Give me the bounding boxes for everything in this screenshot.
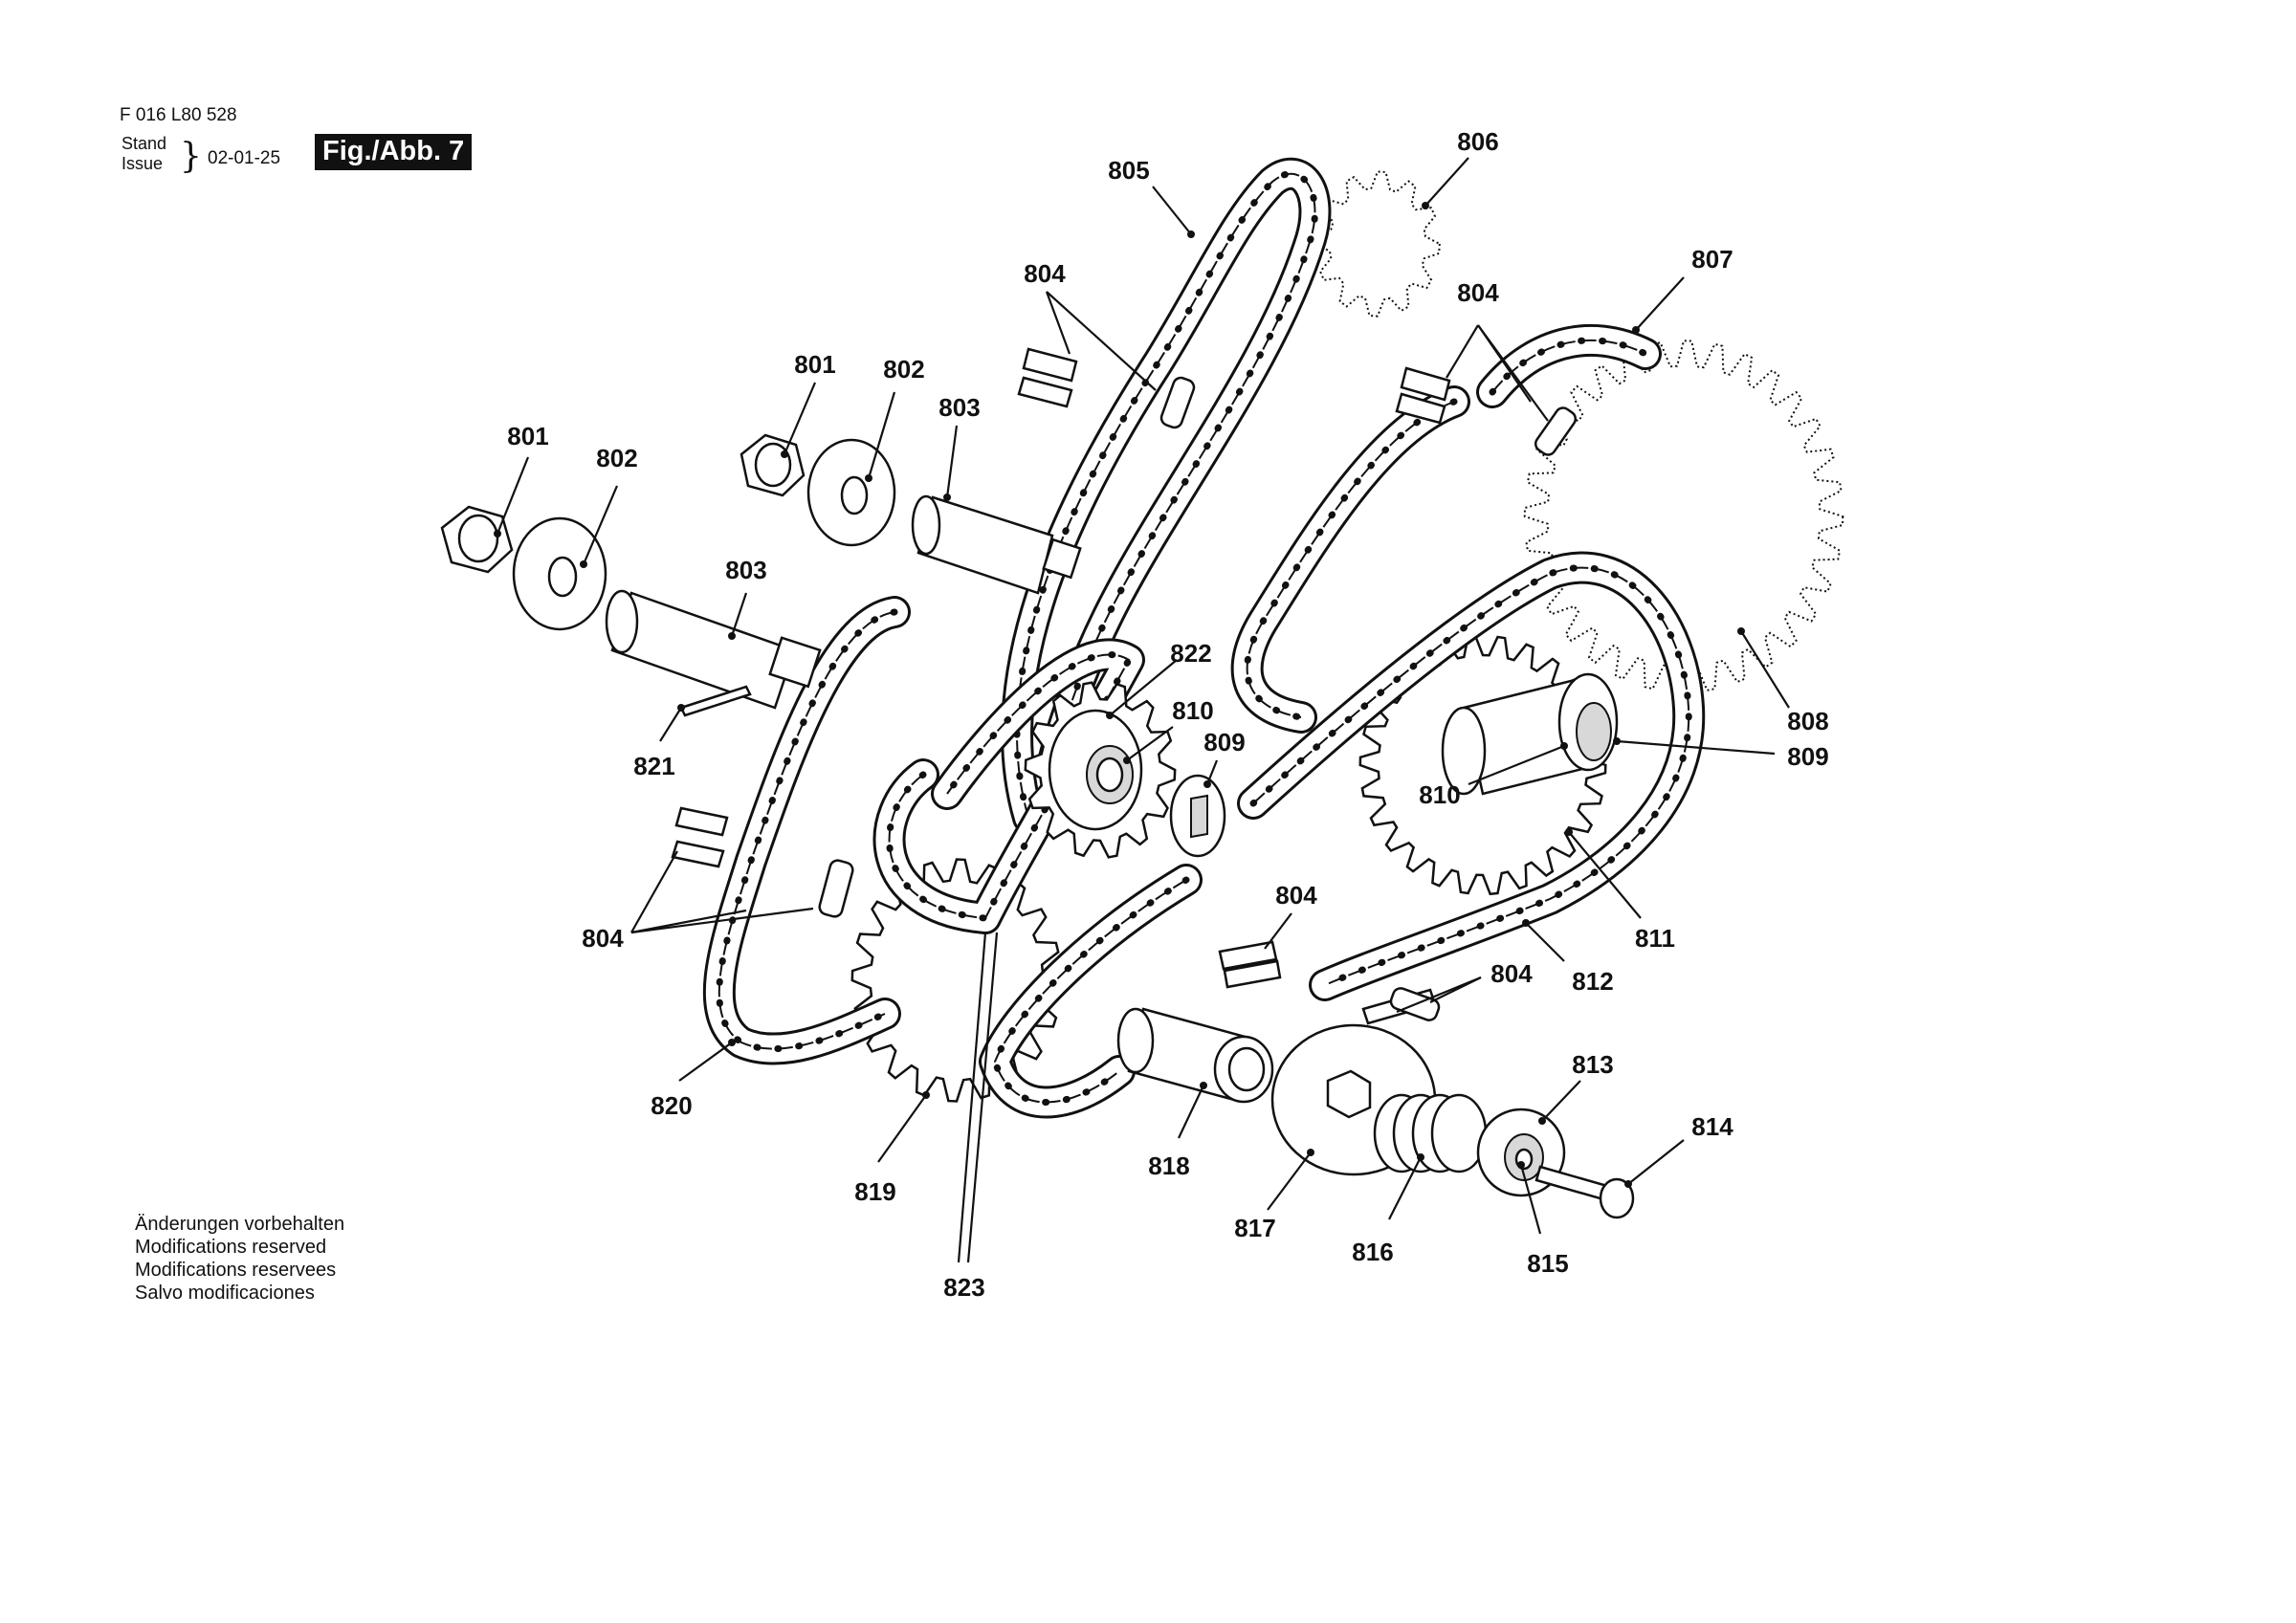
label-823: 823 xyxy=(943,1273,984,1302)
sprocket-808 xyxy=(1523,340,1844,693)
bolt-814 xyxy=(1534,1165,1635,1219)
label-806: 806 xyxy=(1457,127,1498,156)
figure-badge: Fig./Abb. 7 xyxy=(315,134,473,170)
leader-lines xyxy=(494,157,1790,1263)
chain-807 xyxy=(1476,324,1662,408)
chain812B-chain-pins xyxy=(991,876,1190,1106)
label-803-left: 803 xyxy=(725,556,766,584)
chain805-chain-pins xyxy=(1013,170,1318,822)
label-802-right: 802 xyxy=(883,355,924,384)
chain820-chain-pins xyxy=(716,608,898,1053)
stand-label: Stand xyxy=(121,134,167,153)
label-816: 816 xyxy=(1352,1238,1393,1266)
sprocket-806 xyxy=(1314,170,1441,318)
washer-802-right xyxy=(806,438,896,547)
label-804-bottom-mid: 804 xyxy=(1275,881,1317,910)
label-809-right: 809 xyxy=(1787,742,1828,771)
chain812L-chain-pins xyxy=(1244,398,1458,721)
shaft-803-left xyxy=(605,589,822,710)
chain-812-lower xyxy=(979,864,1203,1119)
label-804-top-left: 804 xyxy=(1024,259,1066,288)
hub-810-right xyxy=(1441,672,1619,796)
label-814: 814 xyxy=(1691,1112,1733,1141)
sprocket-819 xyxy=(850,858,1063,1103)
label-822: 822 xyxy=(1170,639,1211,668)
link-804-bottom-mid xyxy=(1218,940,1282,989)
washer-802-left xyxy=(512,516,607,631)
brace-glyph: } xyxy=(180,137,202,176)
chain811-chain-pins xyxy=(1249,564,1692,989)
nut-801-left xyxy=(440,505,514,574)
chain-812-left xyxy=(1230,385,1470,734)
note-german: Änderungen vorbehalten xyxy=(135,1214,345,1235)
label-815: 815 xyxy=(1527,1249,1568,1278)
label-810-right: 810 xyxy=(1419,780,1460,809)
chain-811-loop xyxy=(1237,551,1706,1001)
issue-date-block: Stand Issue } 02-01-25 xyxy=(120,134,311,184)
label-807: 807 xyxy=(1691,245,1733,274)
sprocket-822 xyxy=(1024,681,1177,859)
chain807-chain-pins xyxy=(1489,337,1649,396)
note-spanish: Salvo modificaciones xyxy=(135,1283,315,1304)
label-819: 819 xyxy=(854,1177,895,1206)
note-english: Modifications reserved xyxy=(135,1237,327,1258)
spacer-818 xyxy=(1116,1007,1274,1104)
label-810-left: 810 xyxy=(1172,696,1213,725)
label-820: 820 xyxy=(651,1091,692,1120)
chain820-chain-plates xyxy=(718,611,895,1050)
nut-801-right xyxy=(740,433,806,497)
label-801-right: 801 xyxy=(794,350,835,379)
part-labels: 801 802 803 801 802 803 804 804 804 804 … xyxy=(507,127,1828,1302)
document-number: F 016 L80 528 xyxy=(120,105,237,125)
label-805: 805 xyxy=(1108,156,1149,185)
label-801-left: 801 xyxy=(507,422,548,450)
label-821: 821 xyxy=(633,752,674,780)
label-809-left: 809 xyxy=(1203,728,1245,757)
chain-820 xyxy=(702,596,911,1065)
label-817: 817 xyxy=(1234,1214,1275,1242)
label-804-top-right: 804 xyxy=(1457,278,1499,307)
label-818: 818 xyxy=(1148,1151,1189,1180)
modification-notes: Änderungen vorbehalten Modifications res… xyxy=(135,1213,344,1305)
link-804-top-right xyxy=(1395,366,1578,456)
label-804-bottom-right: 804 xyxy=(1490,959,1533,988)
chain-805 xyxy=(1001,157,1332,834)
spring-816 xyxy=(1373,1093,1488,1173)
link-804-bottom-right xyxy=(1361,987,1441,1025)
label-802-left: 802 xyxy=(596,444,637,472)
note-french: Modifications reservees xyxy=(135,1260,337,1281)
issue-date: 02-01-25 xyxy=(208,148,281,168)
washer-809-left xyxy=(1169,774,1226,858)
label-813: 813 xyxy=(1572,1050,1613,1079)
shaft-803-right xyxy=(911,494,1082,595)
link-804-bottom-left xyxy=(671,806,854,918)
label-803-right: 803 xyxy=(938,393,980,422)
issue-label: Issue xyxy=(121,154,164,173)
cotter-pin-821 xyxy=(679,685,752,717)
label-811: 811 xyxy=(1635,924,1675,953)
chain812L-chain-plates xyxy=(1246,401,1455,718)
link-804-top-left xyxy=(1017,347,1196,429)
label-812: 812 xyxy=(1572,967,1613,996)
label-808: 808 xyxy=(1787,707,1828,735)
label-804-bottom-left: 804 xyxy=(582,924,624,953)
